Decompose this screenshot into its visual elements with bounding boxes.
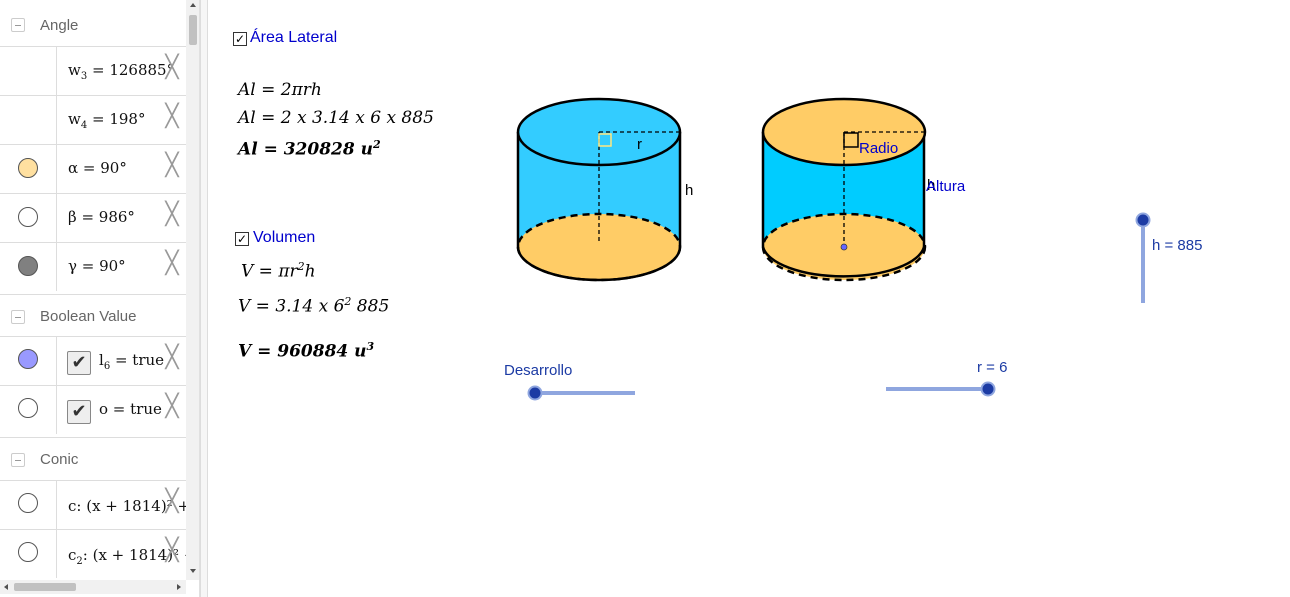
scroll-thumb[interactable] — [189, 15, 197, 45]
category-conic[interactable]: Conic — [0, 437, 186, 481]
algebra-expression: α = 90° — [68, 159, 127, 177]
visibility-marble[interactable] — [18, 398, 38, 418]
delete-icon[interactable]: ╳ — [165, 153, 179, 178]
delete-icon[interactable]: ╳ — [165, 55, 179, 80]
algebra-expression: c2: (x + 1814)² + — [68, 546, 186, 567]
category-title: Angle — [40, 16, 79, 34]
cylinder-1[interactable]: r h — [516, 97, 693, 282]
algebra-row-l6[interactable]: ✔ l6 = true ╳ — [0, 336, 186, 385]
scroll-right-icon[interactable] — [177, 584, 181, 590]
slider-desarrollo[interactable] — [527, 385, 636, 401]
cylinder-2-height-label: Altura — [926, 178, 966, 195]
delete-icon[interactable]: ╳ — [165, 489, 179, 514]
cylinder-2-center-point[interactable] — [840, 243, 848, 251]
geometry-canvas[interactable]: r h Radio h Altura — [208, 0, 1290, 597]
view-divider[interactable] — [200, 0, 208, 597]
algebra-expression: l6 = true — [99, 351, 165, 372]
delete-icon[interactable]: ╳ — [165, 202, 179, 227]
algebra-row-w4[interactable]: w4 = 198° ╳ — [0, 95, 186, 144]
delete-icon[interactable]: ╳ — [165, 538, 179, 563]
delete-icon[interactable]: ╳ — [165, 104, 179, 129]
cylinder-1-height-label: h — [685, 182, 693, 199]
area-lateral-label[interactable]: Área Lateral — [250, 29, 338, 46]
slider-desarrollo-handle[interactable] — [527, 385, 543, 401]
cylinder-2-radius-label: Radio — [859, 140, 898, 157]
algebra-expression: γ = 90° — [68, 257, 126, 275]
category-boolean-value[interactable]: Boolean Value — [0, 294, 186, 338]
visibility-marble[interactable] — [18, 158, 38, 178]
visibility-marble[interactable] — [18, 349, 38, 369]
volumen-label[interactable]: Volumen — [253, 229, 316, 246]
algebra-expression: o = true — [99, 400, 162, 418]
area-lateral-checkbox[interactable]: ✓ — [233, 32, 247, 46]
graphics-view[interactable]: ✓ Área Lateral Al = 2πrh Al = 2 x 3.14 x… — [208, 0, 1290, 597]
boolean-checkbox[interactable]: ✔ — [67, 351, 91, 375]
slider-r-handle[interactable] — [980, 381, 996, 397]
category-title: Conic — [40, 451, 79, 468]
algebra-view: Angle w3 = 126885° ╳ w4 = 198° ╳ α = 90°… — [0, 0, 200, 597]
algebra-row-alpha[interactable]: α = 90° ╳ — [0, 144, 186, 193]
algebra-expression: w4 = 198° — [68, 110, 146, 131]
boolean-checkbox[interactable]: ✔ — [67, 400, 91, 424]
scroll-down-icon[interactable] — [190, 569, 196, 573]
slider-r[interactable] — [886, 381, 996, 397]
category-angle[interactable]: Angle — [0, 3, 186, 47]
algebra-row-c[interactable]: c: (x + 1814)² + (y ╳ — [0, 480, 186, 529]
collapse-icon[interactable] — [11, 309, 25, 324]
slider-h-label: h = 885 — [1152, 237, 1203, 254]
cylinder-2[interactable]: Radio h Altura — [761, 97, 966, 282]
visibility-marble[interactable] — [18, 542, 38, 562]
cylinder-2-base-front — [761, 246, 926, 278]
algebra-expression: c: (x + 1814)² + (y — [68, 497, 186, 515]
scroll-thumb[interactable] — [14, 583, 76, 591]
volume-formula-3: V = 960884 u3 — [238, 340, 375, 362]
collapse-icon[interactable] — [11, 452, 25, 467]
slider-h[interactable] — [1135, 212, 1151, 304]
slider-desarrollo-label: Desarrollo — [504, 362, 573, 379]
volume-formula-1: V = πr2h — [241, 260, 316, 282]
delete-icon[interactable]: ╳ — [165, 394, 179, 419]
area-formula-3: Al = 320828 u2 — [238, 138, 381, 160]
collapse-icon[interactable] — [11, 18, 25, 32]
algebra-row-o[interactable]: ✔ o = true ╳ — [0, 385, 186, 434]
visibility-marble[interactable] — [18, 256, 38, 276]
scroll-left-icon[interactable] — [4, 584, 8, 590]
category-title: Boolean Value — [40, 308, 137, 325]
visibility-marble[interactable] — [18, 493, 38, 513]
volumen-checkbox[interactable]: ✓ — [235, 232, 249, 246]
cylinder-2-h-label: h — [927, 177, 935, 194]
algebra-expression: w3 = 126885° — [68, 61, 175, 82]
horizontal-scrollbar[interactable] — [0, 580, 186, 594]
delete-icon[interactable]: ╳ — [165, 345, 179, 370]
cylinder-1-base-front — [516, 246, 682, 282]
algebra-expression: β = 986° — [68, 208, 135, 226]
area-formula-1: Al = 2πrh — [238, 80, 322, 100]
algebra-row-beta[interactable]: β = 986° ╳ — [0, 193, 186, 242]
algebra-row-gamma[interactable]: γ = 90° ╳ — [0, 242, 186, 291]
cylinder-1-right-angle — [598, 133, 612, 147]
visibility-marble[interactable] — [18, 207, 38, 227]
slider-h-handle[interactable] — [1135, 212, 1151, 228]
vertical-scrollbar[interactable] — [186, 0, 199, 580]
scroll-up-icon[interactable] — [190, 3, 196, 7]
algebra-row-w3[interactable]: w3 = 126885° ╳ — [0, 46, 186, 95]
cylinder-2-right-angle — [843, 132, 859, 148]
delete-icon[interactable]: ╳ — [165, 251, 179, 276]
cylinder-1-radius-label: r — [637, 136, 642, 153]
algebra-row-c2[interactable]: c2: (x + 1814)² + ╳ — [0, 529, 186, 578]
area-formula-2: Al = 2 x 3.14 x 6 x 885 — [238, 108, 434, 128]
volume-formula-2: V = 3.14 x 62 885 — [238, 295, 390, 317]
slider-r-label: r = 6 — [977, 359, 1008, 376]
